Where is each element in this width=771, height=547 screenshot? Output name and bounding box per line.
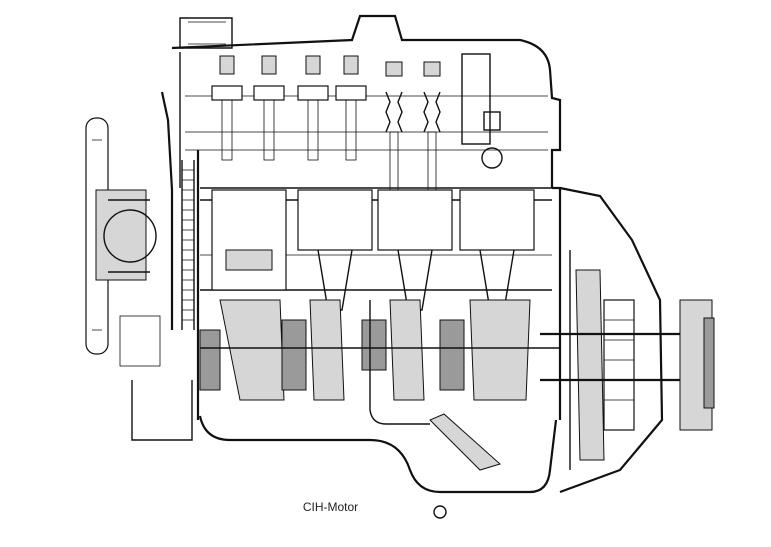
caption: CIH-Motor <box>302 500 359 514</box>
crankshaft <box>199 299 560 401</box>
output-shaft <box>540 299 715 431</box>
clutch <box>603 299 635 431</box>
flywheel <box>559 186 664 494</box>
pistons <box>211 189 535 311</box>
oil-filler-neck <box>179 17 233 49</box>
timing-chain <box>160 91 195 330</box>
rocker-arms <box>211 53 503 193</box>
oil-pan <box>131 380 558 519</box>
oil-pickup <box>369 300 501 471</box>
valve-cover <box>171 14 562 188</box>
fan <box>85 117 161 367</box>
